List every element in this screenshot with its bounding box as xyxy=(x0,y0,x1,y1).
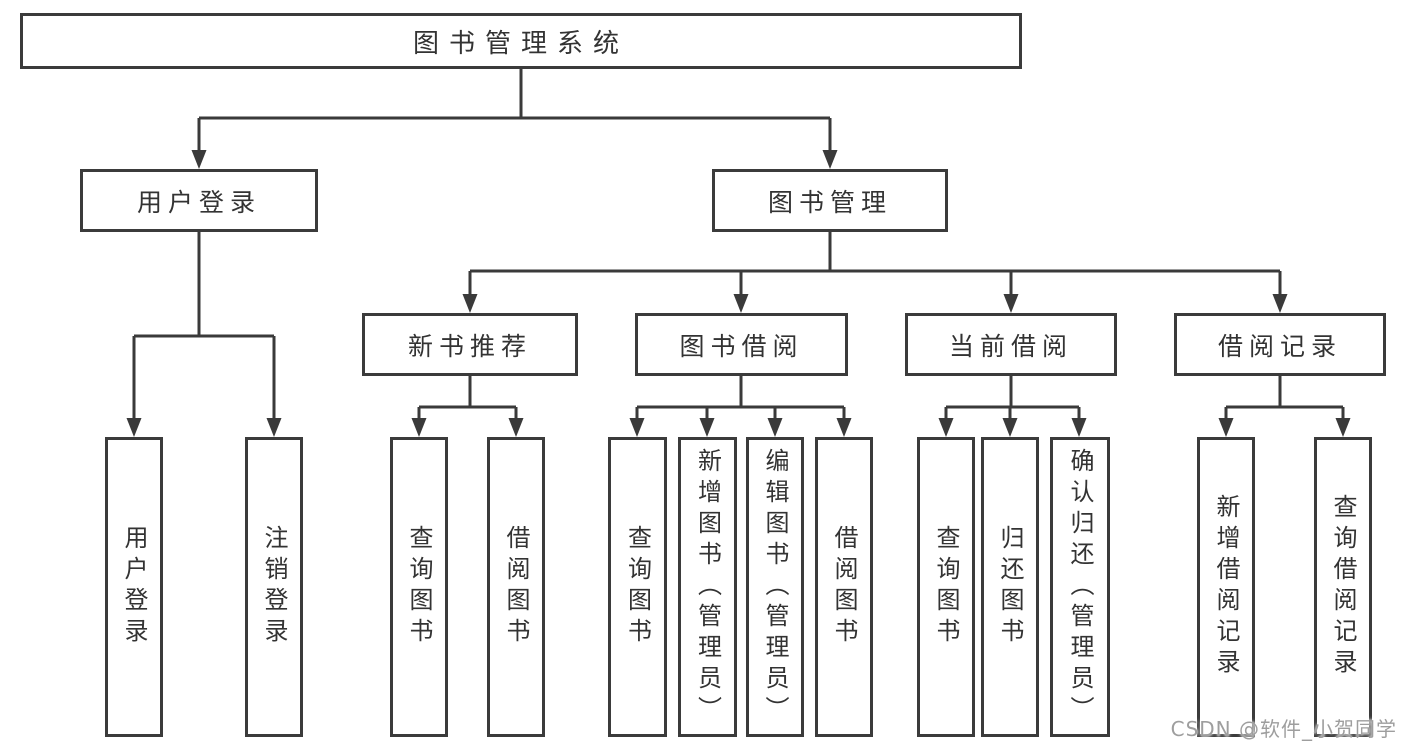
arrowhead-icon xyxy=(1003,294,1019,313)
leaf-query-borrow-record: 查询借阅记录 xyxy=(1314,437,1372,737)
node-book-borrowing: 图书借阅 xyxy=(635,313,848,376)
arrowhead-icon xyxy=(191,150,207,169)
arrowhead-icon xyxy=(508,418,524,437)
leaf-borrow-books-recommend: 借阅图书 xyxy=(487,437,545,737)
leaf-user-login: 用户登录 xyxy=(105,437,163,737)
arrowhead-icon xyxy=(767,418,783,437)
arrowhead-icon xyxy=(699,418,715,437)
node-borrowing-records: 借阅记录 xyxy=(1174,313,1386,376)
leaf-confirm-return-admin: 确认归还（管理员） xyxy=(1050,437,1110,737)
arrowhead-icon xyxy=(629,418,645,437)
arrowhead-icon xyxy=(1071,418,1087,437)
arrowhead-icon xyxy=(1002,418,1018,437)
arrowhead-icon xyxy=(938,418,954,437)
node-user-login: 用户登录 xyxy=(80,169,318,232)
leaf-query-books-borrow: 查询图书 xyxy=(608,437,667,737)
arrowhead-icon xyxy=(836,418,852,437)
leaf-add-books-admin: 新增图书（管理员） xyxy=(678,437,737,737)
arrowhead-icon xyxy=(462,294,478,313)
arrowhead-icon xyxy=(733,294,749,313)
arrowhead-icon xyxy=(822,150,838,169)
leaf-logout: 注销登录 xyxy=(245,437,303,737)
leaf-return-books: 归还图书 xyxy=(981,437,1039,737)
arrowhead-icon xyxy=(126,418,142,437)
node-book-management: 图书管理 xyxy=(712,169,948,232)
arrowhead-icon xyxy=(411,418,427,437)
leaf-edit-books-admin: 编辑图书（管理员） xyxy=(746,437,804,737)
arrowhead-icon xyxy=(1272,294,1288,313)
node-new-book-recommendation: 新书推荐 xyxy=(362,313,578,376)
leaf-query-books-recommend: 查询图书 xyxy=(390,437,448,737)
arrowhead-icon xyxy=(266,418,282,437)
leaf-add-borrow-record: 新增借阅记录 xyxy=(1197,437,1255,737)
node-current-borrowing: 当前借阅 xyxy=(905,313,1117,376)
leaf-query-books-current: 查询图书 xyxy=(917,437,975,737)
leaf-borrow-books: 借阅图书 xyxy=(815,437,873,737)
arrowhead-icon xyxy=(1218,418,1234,437)
node-library-management-system: 图书管理系统 xyxy=(20,13,1022,69)
arrowhead-icon xyxy=(1335,418,1351,437)
